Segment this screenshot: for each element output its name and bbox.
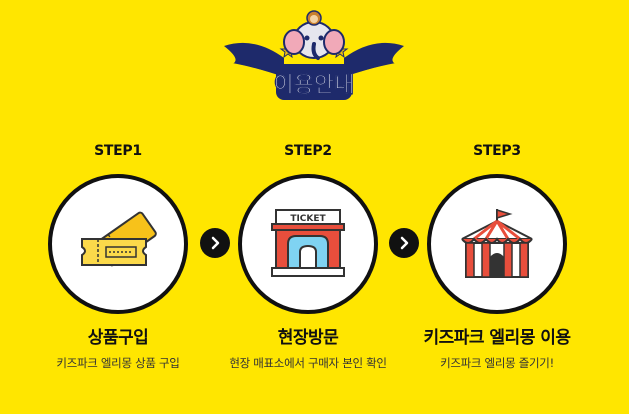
winged-elephant-logo: 이용안내 <box>224 10 404 100</box>
step1-circle <box>48 174 188 314</box>
step2-desc: 현장 매표소에서 구매자 본인 확인 <box>229 356 387 370</box>
step3-desc: 키즈파크 엘리몽 즐기기! <box>440 356 554 370</box>
step3-label: STEP3 <box>473 143 521 159</box>
step2-label: STEP2 <box>284 143 332 159</box>
step1-label: STEP1 <box>94 143 142 159</box>
step2-title: 현장방문 <box>277 328 339 348</box>
step-arrow-1 <box>200 228 230 258</box>
chevron-right-icon <box>400 236 409 250</box>
step1-desc: 키즈파크 엘리몽 상품 구입 <box>56 356 180 370</box>
page-title: 이용안내 <box>274 73 355 98</box>
ticket-icon <box>81 211 157 267</box>
step3-title: 키즈파크 엘리몽 이용 <box>423 328 571 348</box>
header-logo: 이용안내 <box>214 6 414 106</box>
step-arrow-2 <box>389 228 419 258</box>
step2-circle: TICKET <box>238 174 378 314</box>
chevron-right-icon <box>211 236 220 250</box>
circus-tent-icon <box>461 208 533 278</box>
ticket-booth-icon: TICKET <box>271 209 345 277</box>
booth-sign-text: TICKET <box>290 214 326 224</box>
step1-title: 상품구입 <box>87 328 149 348</box>
step3-circle <box>427 174 567 314</box>
